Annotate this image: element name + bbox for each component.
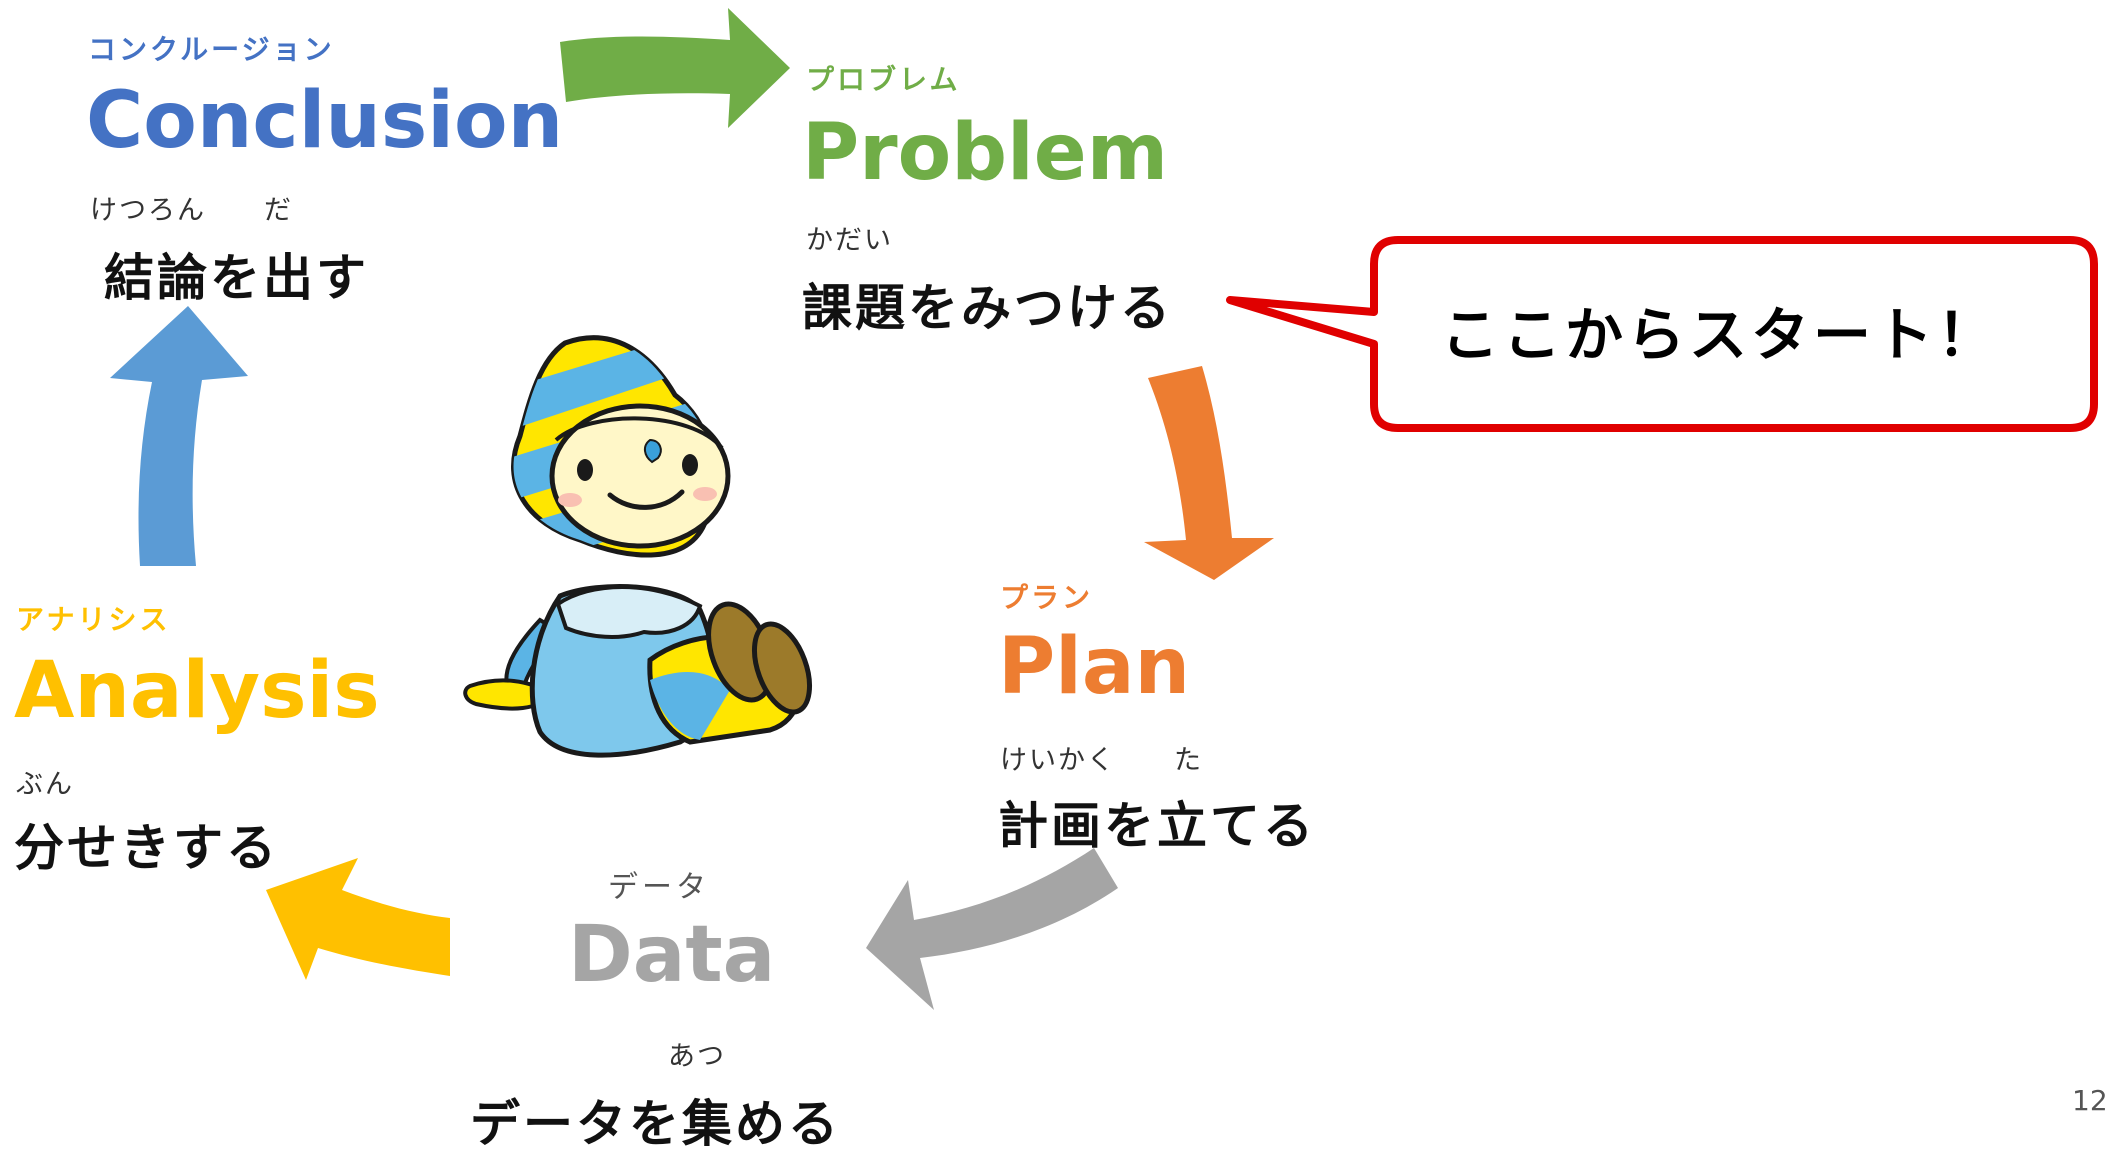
- arrow-analysis-to-conclusion-icon: [110, 306, 248, 566]
- conclusion-katakana: コンクルージョン: [88, 33, 335, 66]
- arrow-plan-to-data-icon: [866, 848, 1118, 1010]
- conclusion-japanese: 結論を出す: [104, 249, 369, 307]
- callout-bubble-icon: [1226, 236, 2098, 432]
- analysis-katakana: アナリシス: [16, 603, 171, 636]
- problem-title: Problem: [802, 108, 1168, 198]
- problem-ruby: かだい: [806, 225, 893, 256]
- conclusion-title: Conclusion: [86, 76, 564, 166]
- plan-title: Plan: [998, 622, 1191, 712]
- data-title: Data: [568, 910, 776, 1000]
- arrow-problem-to-plan-icon: [1144, 366, 1274, 580]
- callout-start-here: ここからスタート！: [1440, 301, 1999, 369]
- plan-ruby: けいかく た: [1000, 745, 1203, 776]
- analysis-title: Analysis: [14, 646, 380, 736]
- arrow-conclusion-to-problem-icon: [560, 8, 790, 128]
- data-ruby: あつ: [668, 1041, 726, 1072]
- plan-japanese: 計画を立てる: [998, 797, 1316, 855]
- analysis-ruby: ぶん: [16, 769, 74, 800]
- page-number: 12: [2072, 1084, 2106, 1117]
- problem-japanese: 課題をみつける: [802, 279, 1173, 337]
- data-japanese: データを集める: [470, 1095, 841, 1153]
- mascot-character-icon: [463, 335, 812, 758]
- problem-katakana: プロブレム: [806, 63, 961, 96]
- conclusion-ruby: けつろん だ: [90, 195, 293, 226]
- arrow-data-to-analysis-icon: [266, 858, 450, 980]
- data-katakana: データ: [608, 870, 710, 905]
- plan-katakana: プラン: [1000, 581, 1094, 614]
- analysis-japanese: 分せきする: [14, 819, 279, 877]
